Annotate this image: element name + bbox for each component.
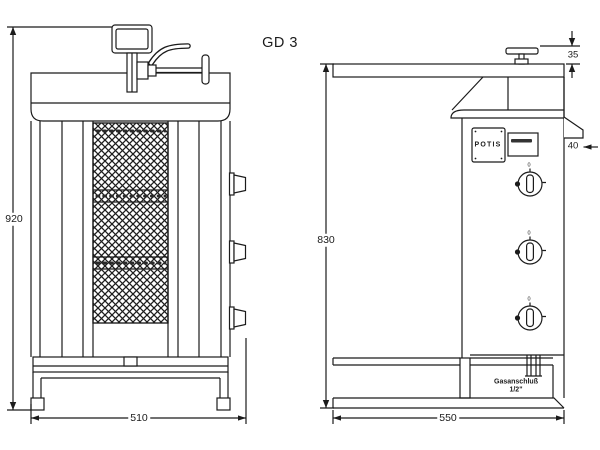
knob3-zero-mark: 0 — [527, 296, 531, 303]
gas-control-knob-1 — [514, 168, 546, 197]
gas-connection-label: Gasanschluß — [494, 378, 538, 386]
dimension-920 — [7, 26, 112, 411]
brand-label: POTIS — [474, 141, 502, 149]
dimension-510 — [30, 338, 247, 424]
drawing-title: GD 3 — [262, 34, 298, 51]
burner-mesh — [92, 122, 169, 324]
top-plate — [30, 72, 231, 122]
base-frame-side — [332, 355, 565, 409]
dim-label-510: 510 — [128, 411, 150, 425]
dim-label-550: 550 — [437, 411, 459, 425]
knob2-zero-mark: 0 — [527, 230, 531, 237]
front-view — [7, 24, 247, 424]
small-type-plate — [507, 132, 539, 157]
control-knob-profile-3 — [228, 306, 247, 330]
gas-control-knob-2 — [514, 236, 546, 265]
top-plate-side — [332, 63, 565, 78]
dim-label-40: 40 — [565, 140, 581, 152]
dimension-40 — [583, 144, 598, 150]
gas-pipe — [525, 355, 542, 377]
dim-label-920: 920 — [3, 212, 25, 226]
clamp-t-handle — [505, 47, 539, 65]
gas-control-knob-3 — [514, 302, 546, 331]
knob1-zero-mark: 0 — [527, 162, 531, 169]
control-knob-profile-2 — [228, 240, 247, 264]
dim-label-830: 830 — [315, 233, 337, 247]
side-view — [320, 31, 598, 424]
motor-housing-side — [450, 76, 565, 119]
skewer-spindle — [126, 52, 210, 93]
base-frame-front — [30, 356, 231, 411]
gas-connection-size: 1/2" — [509, 386, 523, 394]
drive-motor-box — [111, 24, 191, 66]
control-knob-profile-1 — [228, 172, 247, 196]
cabinet-side — [461, 77, 584, 398]
dimension-35 — [540, 31, 580, 78]
brand-plate — [471, 127, 506, 163]
dim-label-35: 35 — [565, 49, 581, 61]
